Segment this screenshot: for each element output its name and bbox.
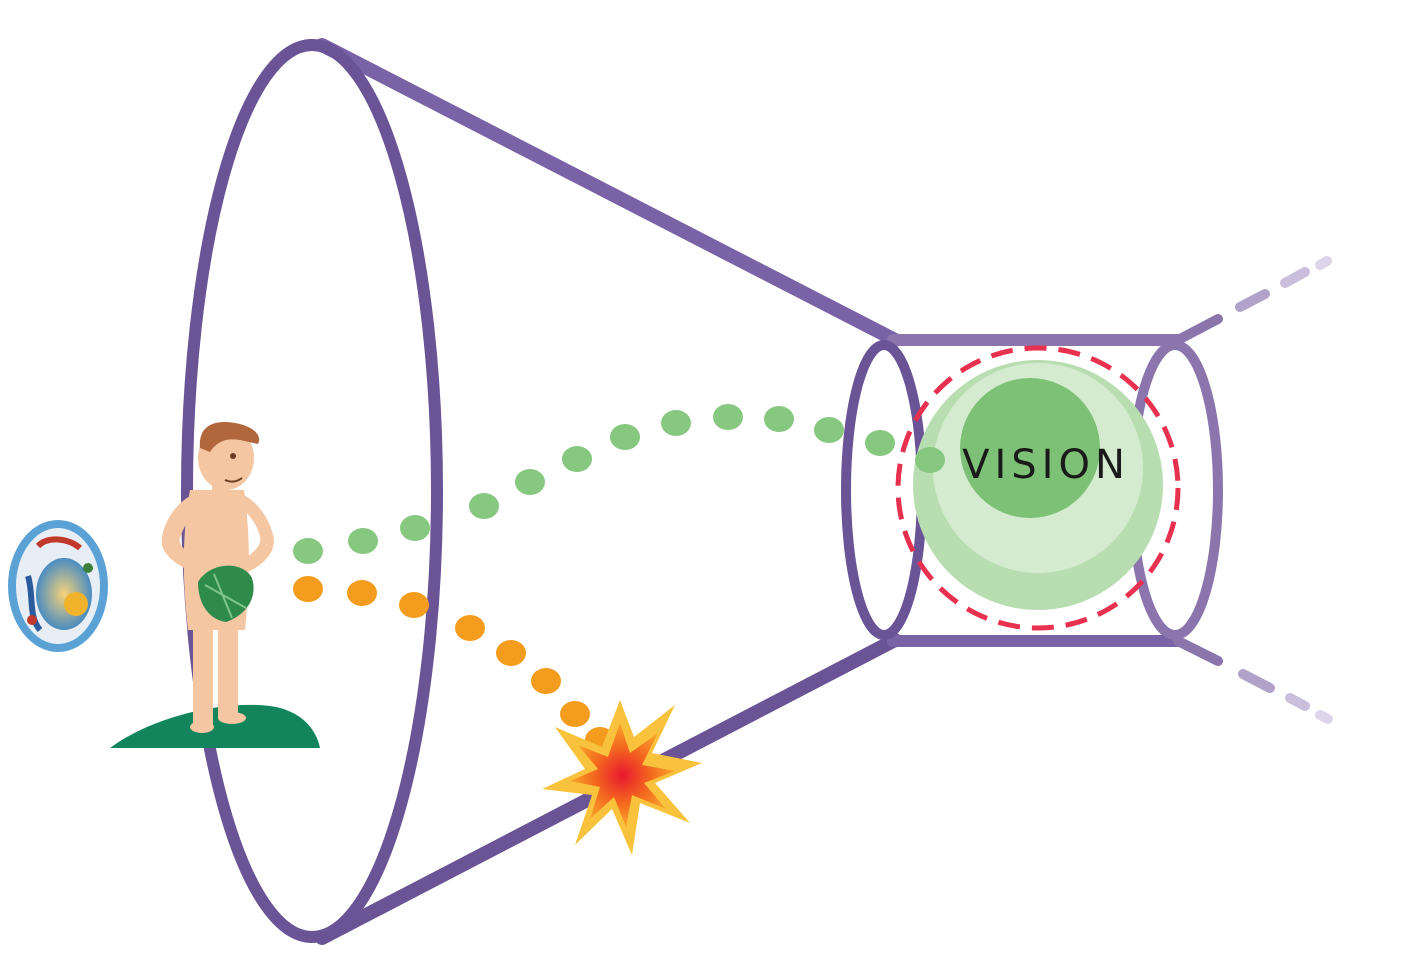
target-ring: [895, 345, 1181, 631]
funnel-top-edge: [315, 38, 902, 347]
person-icon: [110, 421, 320, 748]
orange-path-dot: [293, 576, 323, 602]
vision-label: VISION: [962, 442, 1130, 488]
green-path-dot: [915, 447, 945, 473]
green-path-dot: [515, 469, 545, 495]
vision-sphere: VISION: [895, 345, 1181, 631]
orange-path-dot: [560, 701, 590, 727]
orange-dotted-path: [293, 576, 615, 753]
orange-path-dot: [399, 592, 429, 618]
fading-extensions: [1173, 256, 1333, 724]
orange-path-dot: [531, 668, 561, 694]
green-path-dot: [661, 410, 691, 436]
cell-icon: [8, 520, 108, 652]
green-path-dot: [764, 406, 794, 432]
vision-cylinder: [841, 334, 1223, 647]
ground-hill: [110, 704, 320, 748]
green-path-dot: [814, 417, 844, 443]
funnel: [181, 38, 902, 945]
green-path-dot: [610, 424, 640, 450]
orange-path-dot: [496, 640, 526, 666]
orange-path-dot: [347, 580, 377, 606]
green-path-dot: [400, 515, 430, 541]
green-path-dot: [713, 404, 743, 430]
green-path-dot: [469, 493, 499, 519]
vision-inner-circle: [960, 378, 1100, 518]
explosion-icon: [542, 700, 702, 855]
green-path-dot: [293, 538, 323, 564]
green-dotted-path: [293, 404, 945, 564]
orange-path-dot: [455, 615, 485, 641]
cylinder-front-ellipse: [841, 340, 927, 640]
green-path-dot: [865, 430, 895, 456]
green-path-dot: [562, 446, 592, 472]
green-path-dot: [348, 528, 378, 554]
funnel-mouth-ellipse: [181, 39, 443, 943]
